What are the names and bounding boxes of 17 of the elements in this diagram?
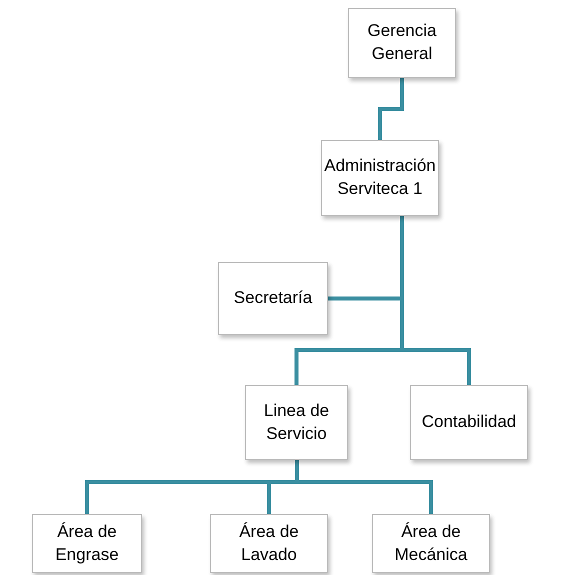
org-box — [32, 514, 142, 573]
box-label: Gerencia General — [366, 20, 438, 65]
box-label: Linea de Servicio — [262, 400, 330, 444]
box-label: Área de Engrase — [54, 520, 120, 566]
org-box — [321, 140, 439, 216]
org-box — [410, 385, 528, 460]
org-box — [218, 262, 328, 335]
connector-line — [378, 78, 404, 140]
box-label: Contabilidad — [422, 411, 516, 434]
org-box — [348, 8, 456, 78]
box-label: Área de Mecánica — [394, 520, 468, 566]
box-label: Secretaría — [234, 287, 312, 310]
box-label: Área de Lavado — [238, 520, 300, 566]
org-box — [245, 385, 348, 460]
box-label: Administración Serviteca 1 — [324, 155, 436, 200]
org-box — [210, 514, 328, 573]
org-box — [372, 514, 490, 573]
